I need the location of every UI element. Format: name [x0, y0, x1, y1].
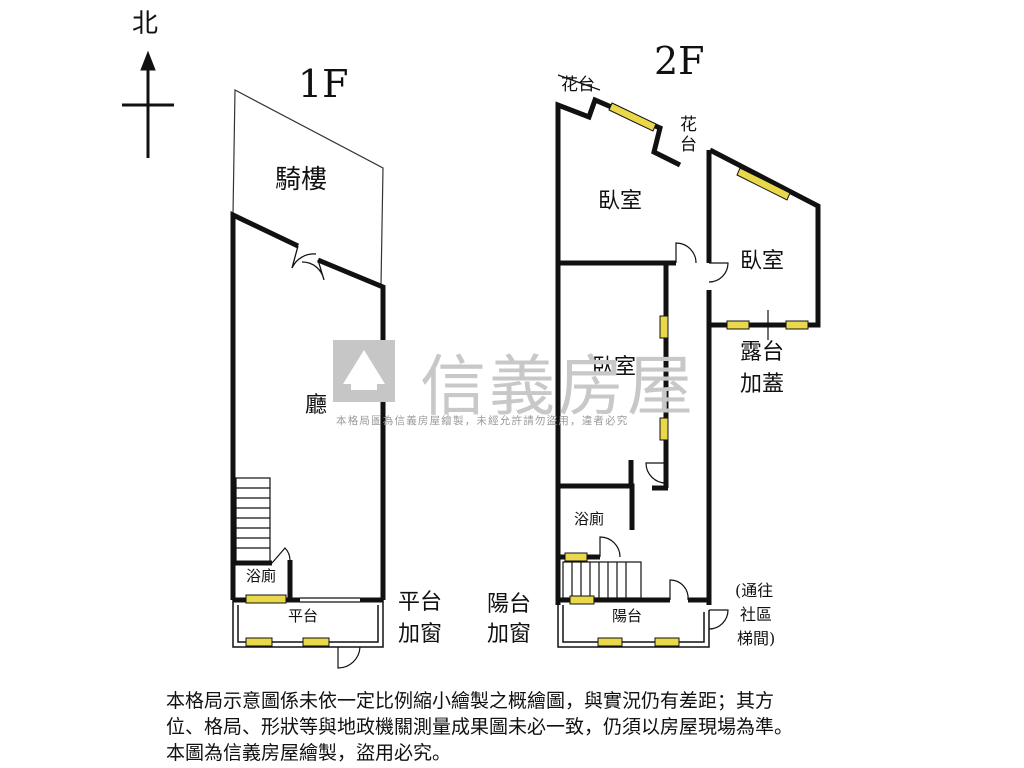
north-arrow-icon: [122, 50, 174, 158]
floor2-planter1-label: 花台: [561, 75, 595, 95]
floor2-planter2-line1: 花: [680, 115, 697, 135]
floor2-stairs: [562, 561, 642, 599]
floor2-plan: [555, 74, 821, 648]
floor2-planter-corner: [557, 74, 601, 91]
floor2-windows: [564, 102, 809, 647]
floor1-hall-label: 廳: [305, 393, 328, 418]
compass-north-label: 北: [132, 9, 159, 39]
floor2-balcony-note-line1: 陽台: [487, 592, 532, 617]
watermark-logo-icon: [333, 340, 395, 402]
floor2-bedroom-nw-label: 臥室: [598, 189, 643, 214]
floor2-walls: [555, 96, 821, 605]
floor2-door-icons: [599, 242, 729, 630]
floor2-bedroom-center-label: 臥室: [592, 355, 637, 380]
disclaimer: 本格局示意圖係未依一定比例縮小繪製之概繪圖，與實況仍有差距；其方 位、格局、形狀…: [166, 688, 906, 766]
floor2-stairs-note-line2: 社區: [740, 605, 773, 624]
floor1-note-line1: 平台: [398, 590, 443, 615]
floor1-note-line2: 加窗: [398, 622, 443, 647]
floor2-balcony-label: 陽台: [612, 607, 643, 625]
floor1-title: 1F: [298, 62, 349, 106]
disclaimer-line: 本格局示意圖係未依一定比例縮小繪製之概繪圖，與實況仍有差距；其方: [166, 690, 775, 712]
floor1-plan: [230, 89, 386, 669]
disclaimer-line: 位、格局、形狀等與地政機關測量成果圖未必一致，仍須以房屋現場為準。: [166, 716, 794, 738]
floor1-platform-label: 平台: [288, 607, 319, 625]
disclaimer-line: 本圖為信義房屋繪製，盜用必究。: [166, 742, 452, 764]
floor2-bathroom-label: 浴廁: [574, 510, 605, 528]
floor1-stairs: [235, 477, 271, 563]
watermark-notice: 本格局圖為信義房屋繪製，未經允許請勿盜用，違者必究: [336, 415, 629, 427]
floor2-planter2-line2: 台: [680, 135, 697, 155]
floor1-arcade-label: 騎樓: [275, 165, 328, 195]
floor2-bedroom-ne-label: 臥室: [740, 249, 785, 274]
floor2-stairs-note-line1: (通往: [735, 581, 774, 600]
floor2-terrace-line2: 加蓋: [740, 372, 785, 397]
floor1-arcade-outline: [232, 89, 384, 286]
floor1-platform-door-icon: [337, 646, 361, 669]
floor2-balcony-note-line2: 加窗: [487, 622, 532, 647]
floor2-title: 2F: [654, 39, 705, 83]
watermark-brand: 信義房屋: [420, 348, 696, 425]
floor1-entrance-door-icon: [291, 245, 325, 281]
floor2-stairs-note-line3: 梯間): [737, 629, 776, 648]
floor1-walls: [230, 211, 386, 603]
floor2-terrace-line1: 露台: [740, 340, 785, 365]
floor1-bathroom-label: 浴廁: [246, 567, 277, 585]
floor1-sliding-door: [300, 597, 360, 603]
floor1-windows: [245, 594, 330, 647]
floor1-bath-door-icon: [271, 547, 291, 564]
